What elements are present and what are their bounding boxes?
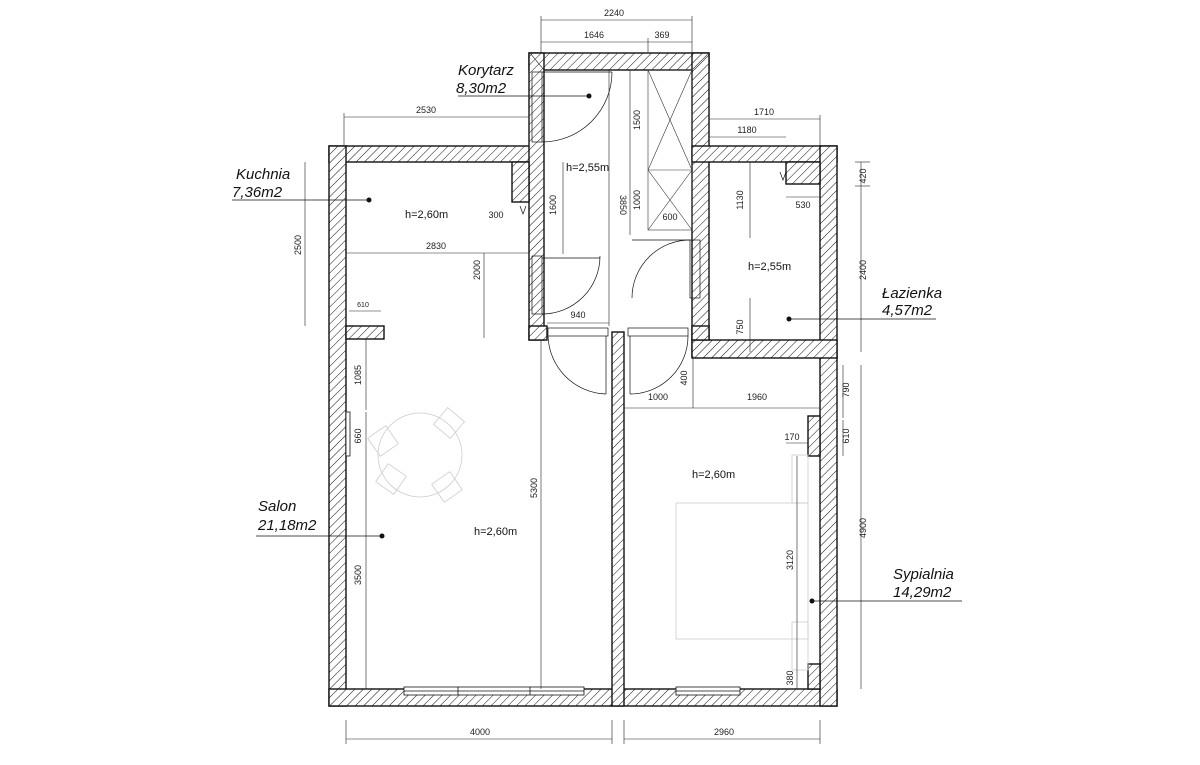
wall-corridor-bottom-left xyxy=(528,325,548,341)
dim-bottom-right: 2960 xyxy=(714,727,734,737)
dim-door-940: 940 xyxy=(570,310,585,320)
dim-corridor-3850: 3850 xyxy=(618,195,628,215)
dim-salon-660: 660 xyxy=(353,428,363,443)
vent-arrow-icon xyxy=(519,205,527,215)
room-area-lazienka: 4,57m2 xyxy=(882,302,933,319)
dim-kitchen-2500: 2500 xyxy=(293,235,303,255)
dim-bed-610: 610 xyxy=(841,428,851,443)
dim-bath-width: 1710 xyxy=(754,107,774,117)
dimension-lines xyxy=(304,16,870,744)
dim-corridor-600: 600 xyxy=(662,212,677,222)
door-kitchen-leaf xyxy=(531,255,543,315)
wardrobe xyxy=(529,52,710,231)
dim-bed-1000: 1000 xyxy=(648,392,668,402)
wall-partition xyxy=(611,331,625,707)
height-kuchnia: h=2,60m xyxy=(405,209,448,221)
room-area-korytarz: 8,30m2 xyxy=(456,80,507,97)
furniture xyxy=(367,406,809,671)
door-bath-leaf xyxy=(689,239,701,299)
dim-bath-2400: 2400 xyxy=(858,260,868,280)
dim-salon-610: 610 xyxy=(357,302,369,309)
wall-corridor-top xyxy=(528,52,710,71)
wall-bedroom-right xyxy=(819,355,838,707)
dim-kitchen-2830: 2830 xyxy=(426,241,446,251)
height-salon: h=2,60m xyxy=(474,526,517,538)
door-entry-leaf xyxy=(531,71,543,143)
height-lazienka: h=2,55m xyxy=(748,261,791,273)
windows xyxy=(345,411,741,696)
door-kitchen-swing xyxy=(541,255,601,315)
dim-bed-1960: 1960 xyxy=(747,392,767,402)
dim-bottom-left: 4000 xyxy=(470,727,490,737)
dim-kitchen-2000: 2000 xyxy=(472,260,482,280)
dim-bath-1130: 1130 xyxy=(735,190,745,209)
dim-corridor-1000: 1000 xyxy=(632,190,642,210)
dim-bath-530: 530 xyxy=(795,200,810,210)
height-korytarz: h=2,55m xyxy=(566,162,609,174)
dimension-labels: 2240 1646 369 2530 1710 1180 1500 1000 6… xyxy=(293,8,868,737)
door-entry-swing xyxy=(541,71,613,143)
wall-bedroom-pillar xyxy=(807,415,821,457)
wall-left-outer xyxy=(328,145,347,707)
dim-bath-420: 420 xyxy=(858,168,868,183)
wall-corridor-right xyxy=(691,52,710,357)
doors xyxy=(531,71,701,395)
wall-kitchen-top xyxy=(328,145,532,163)
dim-bath-750: 750 xyxy=(735,319,745,334)
wall-bedroom-pillar-bottom xyxy=(807,663,821,690)
dim-door-400: 400 xyxy=(679,370,689,385)
dim-top-left: 1646 xyxy=(584,30,604,40)
room-name-korytarz: Korytarz xyxy=(458,62,514,79)
dim-top-right: 369 xyxy=(654,30,669,40)
dim-bath-inner: 1180 xyxy=(737,125,756,135)
door-bedroom-leaf xyxy=(627,327,689,337)
wall-bath-top xyxy=(691,145,838,163)
dim-top-total: 2240 xyxy=(604,8,624,18)
vent-arrow-icon xyxy=(779,171,787,181)
dim-kitchen-width: 2530 xyxy=(416,105,436,115)
dim-salon-5300: 5300 xyxy=(529,478,539,498)
bed xyxy=(675,502,809,640)
room-area-salon: 21,18m2 xyxy=(257,517,317,534)
wall-kitchen-stub xyxy=(345,325,385,340)
door-bedroom-swing xyxy=(629,335,689,395)
room-name-sypialnia: Sypialnia xyxy=(893,566,954,583)
room-heights: h=2,55m h=2,60m h=2,55m h=2,60m h=2,60m xyxy=(405,162,791,538)
dim-bed-380: 380 xyxy=(785,670,795,685)
room-labels: Korytarz 8,30m2 Kuchnia 7,36m2 Łazienka … xyxy=(232,62,962,604)
wall-kitchen-column xyxy=(511,161,530,203)
dim-corridor-1500: 1500 xyxy=(632,110,642,130)
door-salon-swing xyxy=(547,335,607,395)
room-name-salon: Salon xyxy=(258,498,296,515)
wall-bath-bottom xyxy=(691,339,838,359)
dim-salon-3500: 3500 xyxy=(353,565,363,585)
dim-bed-170: 170 xyxy=(784,432,799,442)
dim-bed-3120: 3120 xyxy=(785,550,795,570)
room-name-lazienka: Łazienka xyxy=(882,285,942,302)
room-area-sypialnia: 14,29m2 xyxy=(893,584,952,601)
room-area-kuchnia: 7,36m2 xyxy=(232,184,283,201)
dim-bed-790: 790 xyxy=(841,382,851,397)
dim-salon-1085: 1085 xyxy=(353,365,363,385)
room-name-kuchnia: Kuchnia xyxy=(236,166,290,183)
walls xyxy=(328,52,838,707)
dim-kitchen-300: 300 xyxy=(488,210,503,220)
height-sypialnia: h=2,60m xyxy=(692,469,735,481)
wall-bath-column xyxy=(785,161,821,185)
door-salon-leaf xyxy=(547,327,609,337)
dim-bed-4900: 4900 xyxy=(858,518,868,538)
wall-corridor-bottom-right xyxy=(691,325,710,341)
dining-table xyxy=(377,412,463,498)
wall-right-outer xyxy=(819,145,838,359)
dim-kitchen-1600: 1600 xyxy=(548,195,558,215)
vent-markers xyxy=(519,171,787,215)
door-bath-swing xyxy=(631,239,691,299)
